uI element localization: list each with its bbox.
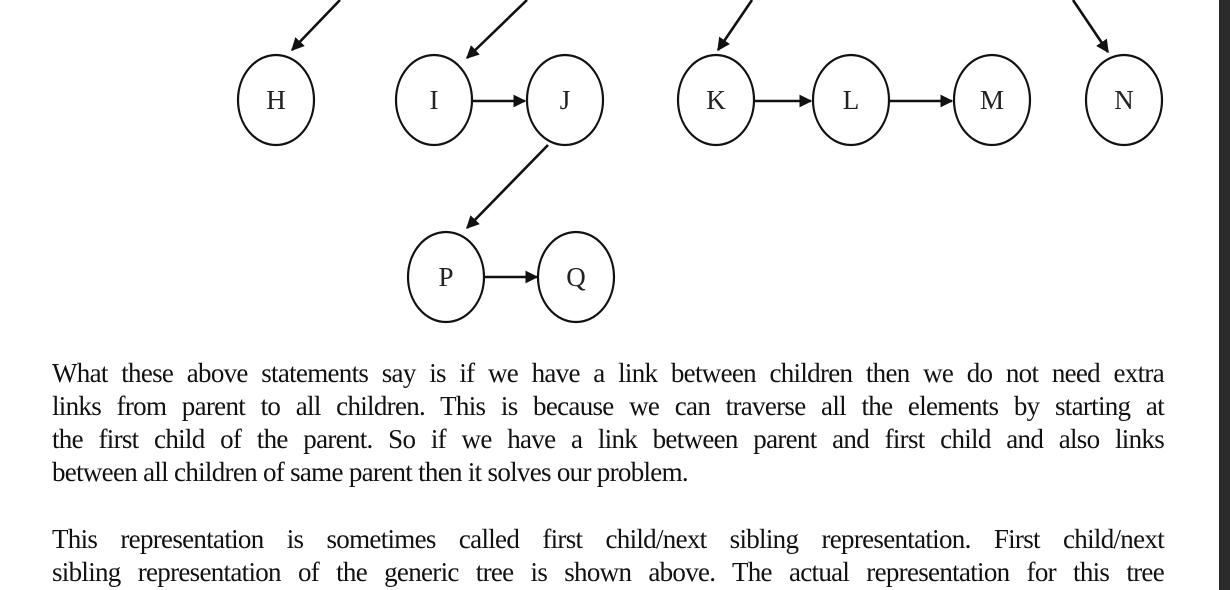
svg-text:M: M <box>980 85 1004 115</box>
paragraph-sibling-links: What these above statements say is if we… <box>52 357 1165 489</box>
edge-j-p <box>466 144 549 229</box>
edges <box>291 0 1110 284</box>
svg-text:J: J <box>560 85 571 115</box>
text-line: between all children of same parent then… <box>52 457 689 487</box>
edge-to-h <box>291 0 341 51</box>
scrollbar[interactable] <box>1219 0 1230 590</box>
node-k: K <box>676 53 756 147</box>
node-p: P <box>406 230 486 324</box>
edge-to-i <box>466 0 528 59</box>
svg-text:L: L <box>843 85 860 115</box>
svg-text:K: K <box>706 85 726 115</box>
text-line: What these above statements say is if we… <box>52 358 1165 388</box>
svg-text:I: I <box>430 85 439 115</box>
text-line: This representation is sometimes called … <box>52 524 1165 554</box>
node-n: N <box>1084 53 1164 147</box>
node-j: J <box>525 53 605 147</box>
first-child-next-sibling-tree-diagram: H I J K L M N P Q <box>236 0 1164 324</box>
edge-to-n <box>1071 0 1110 54</box>
svg-text:H: H <box>266 85 286 115</box>
node-q: Q <box>536 230 616 324</box>
edge-to-k <box>716 0 754 52</box>
text-line: links from parent to all children. This … <box>52 391 1165 421</box>
text-line: the first child of the parent. So if we … <box>52 424 1165 454</box>
svg-text:N: N <box>1114 85 1134 115</box>
node-h: H <box>236 53 316 147</box>
paragraph-representation: This representation is sometimes called … <box>52 523 1165 589</box>
node-m: M <box>952 53 1032 147</box>
node-l: L <box>811 53 891 147</box>
svg-text:P: P <box>438 262 453 292</box>
svg-text:Q: Q <box>566 262 586 292</box>
node-i: I <box>394 53 474 147</box>
text-line: sibling representation of the generic tr… <box>52 557 1165 587</box>
